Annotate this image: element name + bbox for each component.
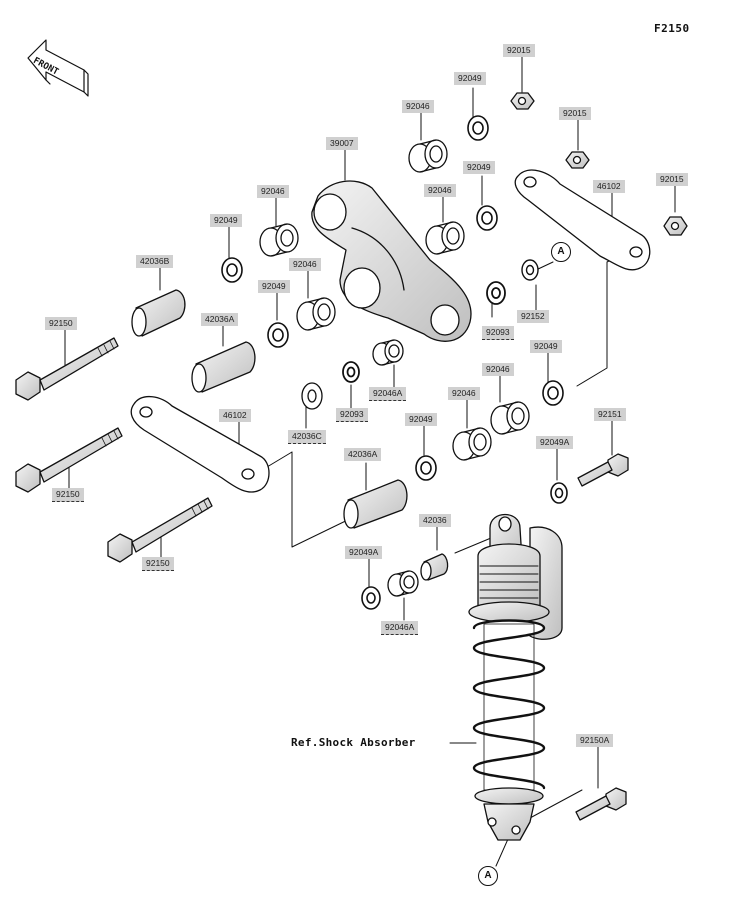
part-label-92049A[interactable]: 92049A xyxy=(345,546,383,559)
part-label-42036[interactable]: 42036 xyxy=(419,514,451,527)
bolt-92150-mid xyxy=(15,427,123,493)
part-label-92049[interactable]: 92049 xyxy=(405,413,437,426)
part-label-92015[interactable]: 92015 xyxy=(503,44,535,57)
part-label-92150[interactable]: 92150 xyxy=(142,557,174,571)
shock-absorber xyxy=(468,514,563,841)
sleeve-42036A-lower xyxy=(343,479,408,529)
part-label-42036A[interactable]: 42036A xyxy=(201,313,239,326)
part-label-92015[interactable]: 92015 xyxy=(656,173,688,186)
washer-92049 xyxy=(221,115,564,481)
part-label-92150A[interactable]: 92150A xyxy=(576,734,614,747)
callout-ref-upper: A xyxy=(551,242,571,262)
part-label-92046[interactable]: 92046 xyxy=(448,387,480,400)
part-label-92151[interactable]: 92151 xyxy=(594,408,626,421)
part-label-42036A[interactable]: 42036A xyxy=(344,448,382,461)
washer-92049A xyxy=(361,482,568,610)
sleeve-42036 xyxy=(420,553,449,581)
bolt-92150-top xyxy=(15,337,119,401)
figure-code: F2150 xyxy=(654,22,690,35)
part-label-92046[interactable]: 92046 xyxy=(402,100,434,113)
bolt-92151 xyxy=(577,453,629,487)
part-label-42036B[interactable]: 42036B xyxy=(136,255,174,268)
part-label-92046[interactable]: 92046 xyxy=(482,363,514,376)
part-label-46102[interactable]: 46102 xyxy=(593,180,625,193)
front-arrow-icon xyxy=(27,39,89,97)
nut-92015-right xyxy=(663,216,688,236)
part-label-92046A[interactable]: 92046A xyxy=(369,387,407,401)
part-label-92150[interactable]: 92150 xyxy=(52,488,84,502)
reference-shock-absorber-label: Ref.Shock Absorber xyxy=(291,736,416,749)
part-label-92049[interactable]: 92049 xyxy=(258,280,290,293)
seal-92093 xyxy=(342,281,506,383)
bolt-92150A xyxy=(575,787,627,821)
part-label-92049[interactable]: 92049 xyxy=(530,340,562,353)
sleeve-42036B xyxy=(131,289,186,337)
rocker-arm-39007 xyxy=(311,180,472,342)
bolt-92150-low xyxy=(107,497,213,563)
part-label-92049A[interactable]: 92049A xyxy=(536,436,574,449)
part-label-92093[interactable]: 92093 xyxy=(336,408,368,422)
sleeve-42036A-upper xyxy=(191,341,256,393)
part-label-92046A[interactable]: 92046A xyxy=(381,621,419,635)
tie-rod-46102-upper xyxy=(514,169,651,271)
part-label-92046[interactable]: 92046 xyxy=(424,184,456,197)
part-label-92152[interactable]: 92152 xyxy=(517,310,549,323)
part-label-46102[interactable]: 46102 xyxy=(219,409,251,422)
part-label-92049[interactable]: 92049 xyxy=(210,214,242,227)
callout-ref-lower: A xyxy=(478,866,498,886)
bearing-92046A xyxy=(372,339,419,597)
nut-92015-top xyxy=(510,92,535,110)
part-label-92093[interactable]: 92093 xyxy=(482,326,514,340)
part-label-39007[interactable]: 39007 xyxy=(326,137,358,150)
nut-92015-mid xyxy=(565,151,590,169)
part-label-92015[interactable]: 92015 xyxy=(559,107,591,120)
collar-42036C xyxy=(301,382,323,410)
part-label-92049[interactable]: 92049 xyxy=(463,161,495,174)
part-label-92150[interactable]: 92150 xyxy=(45,317,77,330)
tie-rod-46102-lower xyxy=(130,396,270,493)
washer-92152 xyxy=(521,259,539,281)
part-label-92046[interactable]: 92046 xyxy=(289,258,321,271)
part-label-42036C[interactable]: 42036C xyxy=(288,430,326,444)
part-label-92046[interactable]: 92046 xyxy=(257,185,289,198)
bearing-92046 xyxy=(259,139,530,461)
part-label-92049[interactable]: 92049 xyxy=(454,72,486,85)
